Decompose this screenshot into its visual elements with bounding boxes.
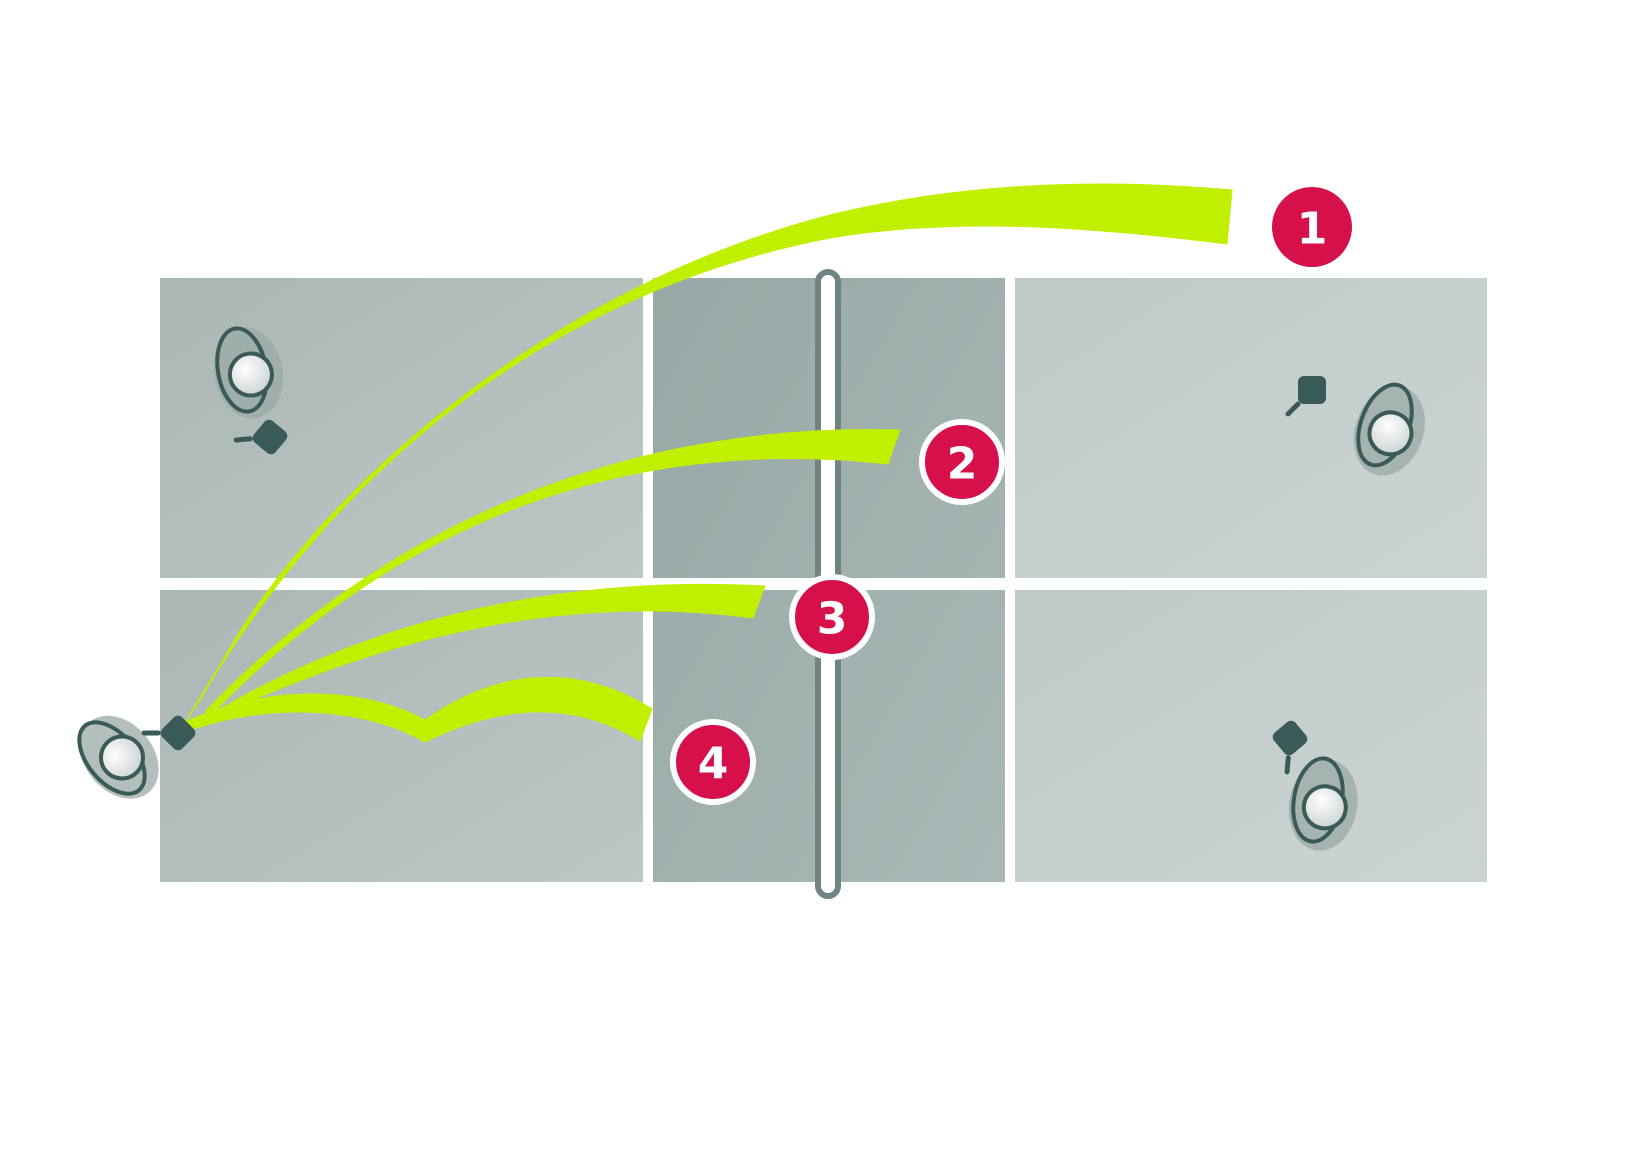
paddle-handle xyxy=(141,730,161,736)
player-head xyxy=(98,734,145,781)
shot-marker-3: 3 xyxy=(789,574,875,660)
paddle-icon xyxy=(233,419,288,455)
marker-number: 1 xyxy=(1297,204,1328,255)
drive-past-net-path xyxy=(204,429,901,717)
marker-number: 3 xyxy=(817,594,848,645)
players xyxy=(77,326,1425,851)
player-head xyxy=(1367,410,1414,457)
paddle-handle xyxy=(1285,401,1301,417)
player-head xyxy=(227,351,274,398)
marker-circle xyxy=(919,419,1005,505)
marker-circle xyxy=(789,574,875,660)
shot-marker-1: 1 xyxy=(1272,187,1352,267)
player-icon xyxy=(1272,720,1358,851)
near-court-top-left xyxy=(160,278,643,578)
bounce-short-path xyxy=(184,676,653,743)
paddle-face xyxy=(160,715,196,751)
paddle-icon xyxy=(141,715,196,751)
marker-circle xyxy=(1272,187,1352,267)
shot-markers: 1 2 3 4 xyxy=(670,187,1352,805)
kitchen-line-far xyxy=(1005,278,1015,882)
deep-lob-path xyxy=(184,183,1233,723)
paddle-face xyxy=(1272,720,1308,756)
marker-circle xyxy=(670,719,756,805)
marker-number: 2 xyxy=(947,439,978,490)
paddle-face xyxy=(1298,376,1326,404)
shot-to-net-path xyxy=(214,583,766,717)
shot-marker-4: 4 xyxy=(670,719,756,805)
player-icon xyxy=(214,326,288,455)
paddle-handle xyxy=(233,436,253,443)
paddle-handle xyxy=(1284,755,1291,775)
shot-paths xyxy=(184,183,1233,743)
kitchen-line-near xyxy=(643,278,653,882)
player-head xyxy=(1301,784,1348,831)
shot-marker-2: 2 xyxy=(919,419,1005,505)
paddle-face xyxy=(252,419,288,455)
player-icon xyxy=(1285,376,1425,476)
court xyxy=(160,269,1487,899)
marker-number: 4 xyxy=(698,739,729,790)
player-icon xyxy=(77,715,196,799)
far-court-bottom xyxy=(1015,590,1487,882)
paddle-icon xyxy=(1285,376,1326,417)
paddle-icon xyxy=(1272,720,1308,775)
